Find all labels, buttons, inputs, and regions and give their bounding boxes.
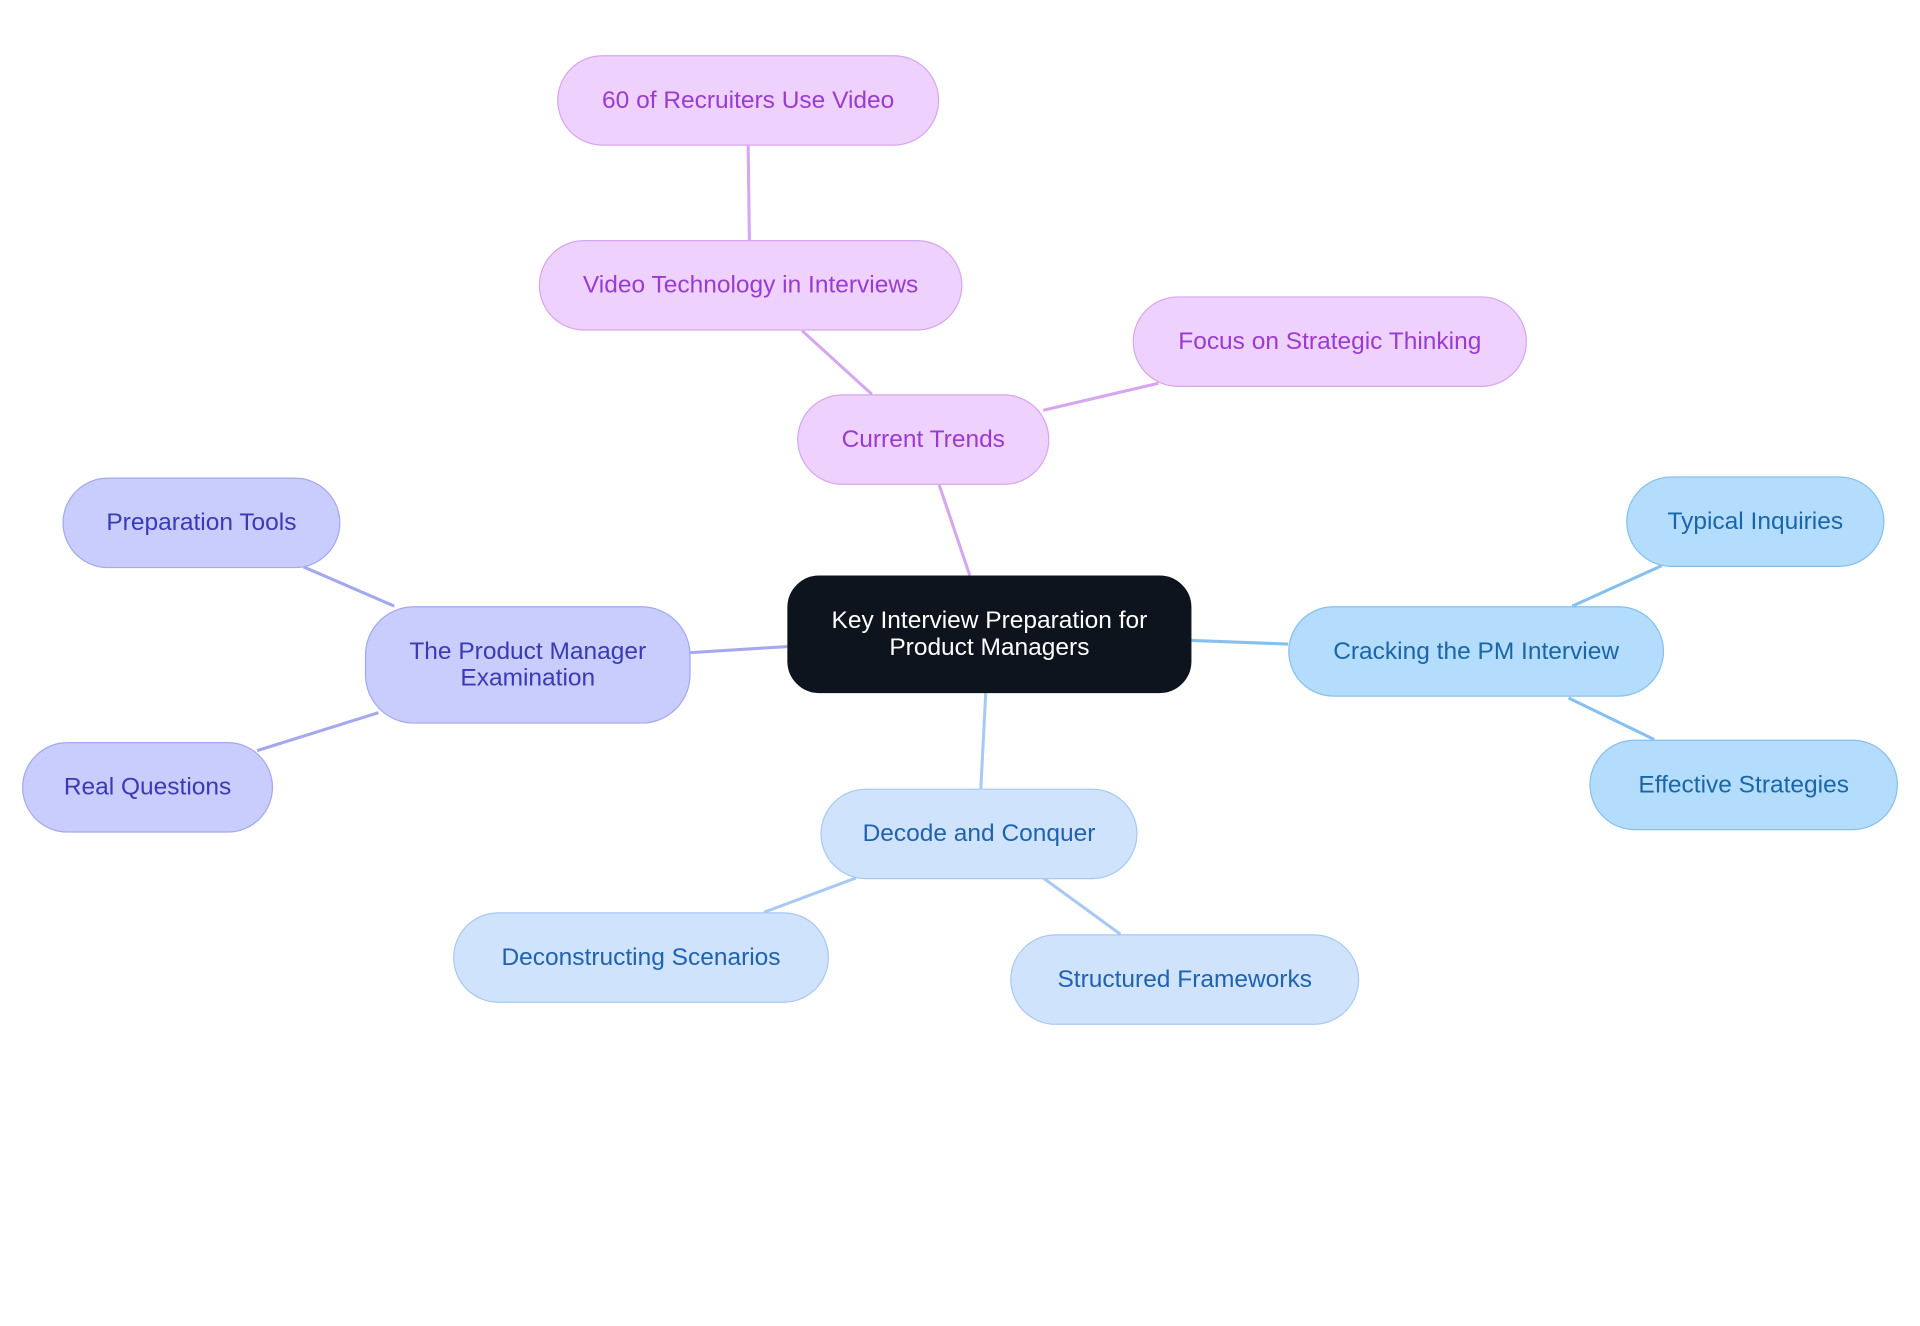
node-typical-inquiries-label: Typical Inquiries xyxy=(1667,508,1844,536)
node-strategic-thinking[interactable]: Focus on Strategic Thinking xyxy=(1132,296,1527,387)
node-deconstructing-scenarios[interactable]: Deconstructing Scenarios xyxy=(453,912,829,1003)
node-cracking-pm-label: Cracking the PM Interview xyxy=(1333,637,1620,665)
node-current-trends[interactable]: Current Trends xyxy=(797,394,1050,485)
edge-central-pm-examination xyxy=(690,645,788,655)
central-node-label-line1: Key Interview Preparation for xyxy=(831,607,1148,635)
node-pm-examination[interactable]: The Product Manager Examination xyxy=(364,606,691,724)
edge-central-decode-conquer xyxy=(979,692,988,789)
node-typical-inquiries[interactable]: Typical Inquiries xyxy=(1626,476,1885,567)
central-node-label-line2: Product Managers xyxy=(889,634,1090,662)
edge-current-trends-strategic-thinking xyxy=(1042,381,1159,412)
node-real-questions-label: Real Questions xyxy=(63,773,232,801)
node-current-trends-label: Current Trends xyxy=(841,426,1005,454)
node-cracking-pm[interactable]: Cracking the PM Interview xyxy=(1288,606,1665,697)
node-decode-conquer[interactable]: Decode and Conquer xyxy=(820,788,1138,880)
node-effective-strategies[interactable]: Effective Strategies xyxy=(1589,739,1898,831)
node-video-technology[interactable]: Video Technology in Interviews xyxy=(538,240,963,331)
node-effective-strategies-label: Effective Strategies xyxy=(1638,771,1849,799)
edge-pm-examination-preparation-tools xyxy=(303,565,395,608)
edge-video-technology-recruiters xyxy=(746,145,751,241)
node-recruiters-video[interactable]: 60 of Recruiters Use Video xyxy=(557,55,940,146)
edge-pm-examination-real-questions xyxy=(256,711,379,753)
node-video-technology-label: Video Technology in Interviews xyxy=(582,271,919,299)
node-preparation-tools-label: Preparation Tools xyxy=(106,509,297,537)
edge-decode-conquer-structured xyxy=(1042,876,1122,936)
edge-cracking-pm-effective-strategies xyxy=(1567,696,1655,741)
edge-decode-conquer-deconstructing xyxy=(763,876,857,914)
node-pm-examination-label-line1: The Product Manager xyxy=(409,637,647,665)
edge-current-trends-video-technology xyxy=(801,329,873,396)
node-deconstructing-scenarios-label: Deconstructing Scenarios xyxy=(501,944,781,972)
edge-central-current-trends xyxy=(937,484,972,577)
node-structured-frameworks[interactable]: Structured Frameworks xyxy=(1010,934,1360,1025)
edge-central-cracking-pm xyxy=(1191,638,1289,646)
node-strategic-thinking-label: Focus on Strategic Thinking xyxy=(1178,328,1482,356)
node-recruiters-video-label: 60 of Recruiters Use Video xyxy=(602,86,895,114)
node-pm-examination-label-line2: Examination xyxy=(460,664,596,692)
node-real-questions[interactable]: Real Questions xyxy=(22,742,274,833)
node-decode-conquer-label: Decode and Conquer xyxy=(862,820,1096,848)
node-structured-frameworks-label: Structured Frameworks xyxy=(1057,966,1312,994)
node-preparation-tools[interactable]: Preparation Tools xyxy=(62,477,341,569)
connector-lines xyxy=(256,145,1663,936)
edge-cracking-pm-typical-inquiries xyxy=(1571,564,1663,608)
central-node[interactable]: Key Interview Preparation for Product Ma… xyxy=(787,575,1192,694)
